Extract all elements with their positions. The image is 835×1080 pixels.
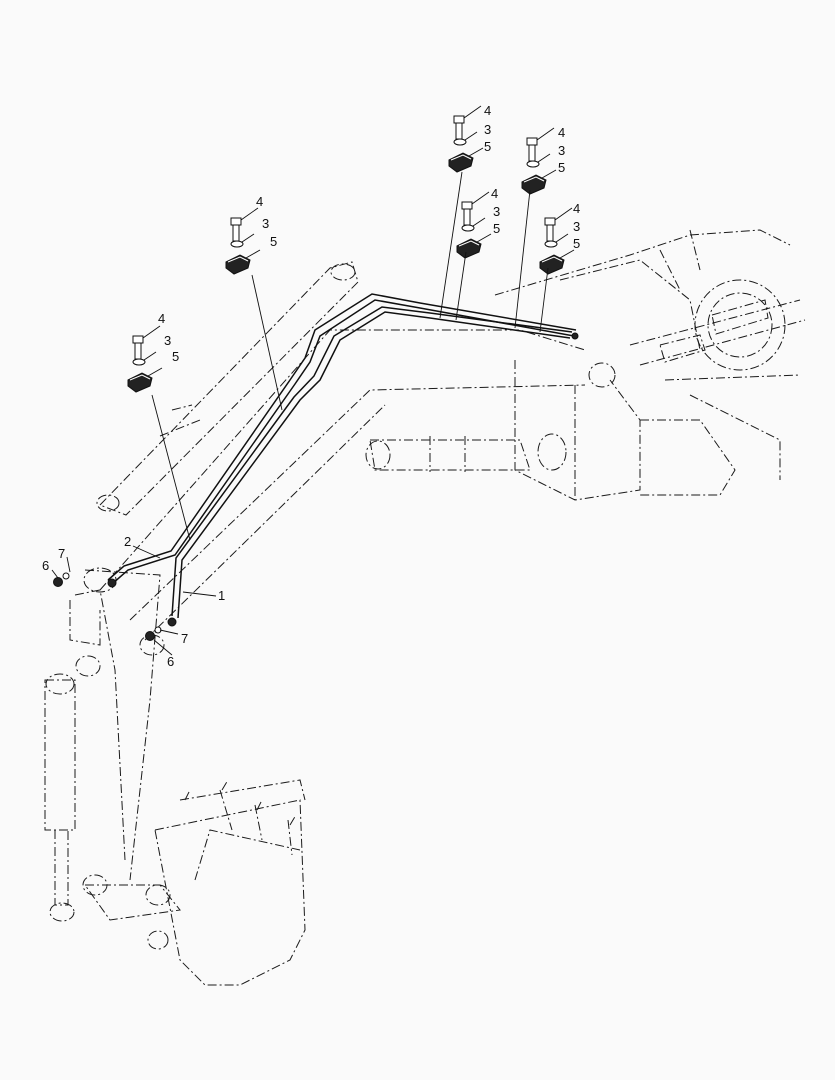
callout-clamp: 5 xyxy=(558,160,565,175)
washer-icon xyxy=(526,160,540,168)
callout-bolt: 4 xyxy=(484,103,491,118)
callout-clamp: 5 xyxy=(270,234,277,249)
bolt-icon xyxy=(453,115,465,140)
callout-leaders xyxy=(51,171,549,656)
bolt-icon xyxy=(230,217,242,242)
callout-washer: 3 xyxy=(558,143,565,158)
callout-bolt: 4 xyxy=(491,186,498,201)
pipe-end-fitting xyxy=(571,332,579,340)
pipe-1-outer xyxy=(177,311,571,619)
callout-clamp: 5 xyxy=(172,349,179,364)
callout-clamp: 5 xyxy=(484,139,491,154)
bolt-icon xyxy=(461,201,473,226)
callout-o-ring: 7 xyxy=(181,631,188,646)
washer-icon xyxy=(461,224,475,232)
clamp-assembly xyxy=(225,207,261,275)
clamp-icon xyxy=(225,254,251,275)
clamp-icon xyxy=(521,174,547,195)
callout-bolt: 4 xyxy=(158,311,165,326)
clamp-assembly xyxy=(539,207,575,275)
clamp-icon xyxy=(456,238,482,259)
washer-icon xyxy=(132,358,146,366)
clamp-assembly xyxy=(521,127,557,195)
pipe-2-inner xyxy=(107,293,577,581)
callout-pipe-2: 2 xyxy=(124,534,131,549)
clamp-icon xyxy=(127,372,153,393)
callout-fitting: 6 xyxy=(167,654,174,669)
clamp-icon xyxy=(448,152,474,173)
callout-bolt: 4 xyxy=(256,194,263,209)
callout-washer: 3 xyxy=(493,204,500,219)
pipe-1-inner xyxy=(171,306,573,617)
pipe-2-outer xyxy=(111,299,575,585)
hydraulic-pipes xyxy=(107,293,579,619)
fitting-icon xyxy=(53,572,117,588)
machine-ghost-outline xyxy=(44,229,806,986)
callout-washer: 3 xyxy=(164,333,171,348)
clamp-assembly xyxy=(127,325,163,393)
clamp-icon xyxy=(539,254,565,275)
callout-pipe-1: 1 xyxy=(218,588,225,603)
callout-clamp: 5 xyxy=(493,221,500,236)
bolt-icon xyxy=(544,217,556,242)
callout-bolt: 4 xyxy=(558,125,565,140)
clamp-assembly xyxy=(448,105,484,173)
bolt-icon xyxy=(132,335,144,360)
washer-icon xyxy=(453,138,467,146)
washer-icon xyxy=(544,240,558,248)
clamp-assemblies xyxy=(127,105,575,393)
fitting-icon xyxy=(145,617,177,641)
callout-fitting: 6 xyxy=(42,558,49,573)
washer-icon xyxy=(230,240,244,248)
callout-clamp: 5 xyxy=(573,236,580,251)
callout-washer: 3 xyxy=(262,216,269,231)
bolt-icon xyxy=(526,137,538,162)
callout-washer: 3 xyxy=(484,122,491,137)
callout-washer: 3 xyxy=(573,219,580,234)
clamp-assembly xyxy=(456,191,492,259)
callout-bolt: 4 xyxy=(573,201,580,216)
callout-o-ring: 7 xyxy=(58,546,65,561)
